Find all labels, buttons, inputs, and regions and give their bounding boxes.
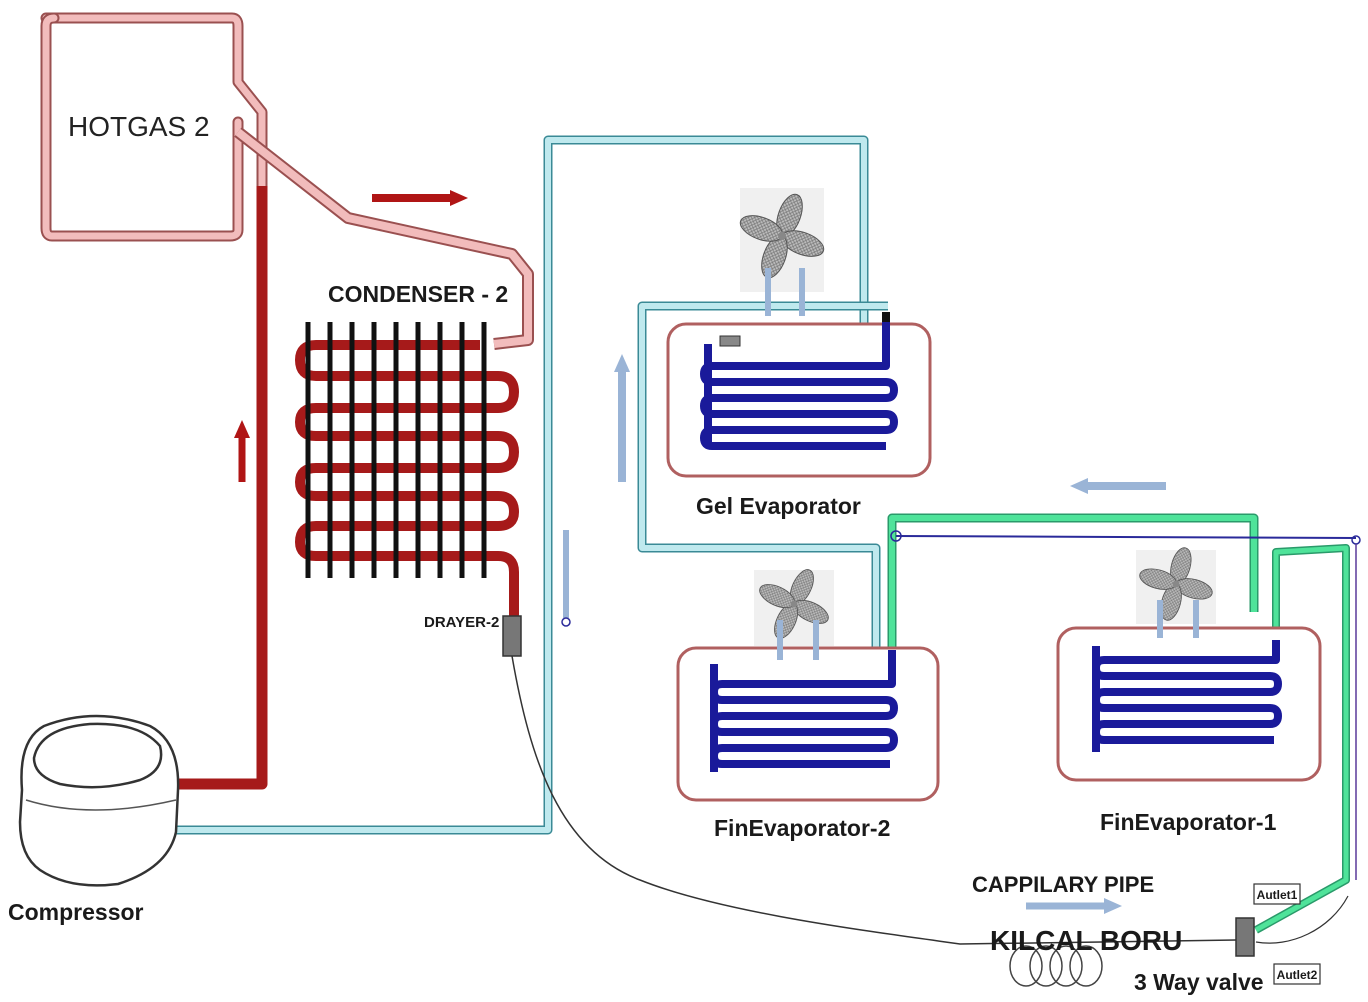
outlet1-label: Autlet1 — [1257, 888, 1298, 902]
condenser-coil — [295, 322, 519, 618]
hotgas-to-condenser-pipe — [234, 127, 534, 350]
gel-evaporator-fan-icon — [725, 179, 839, 316]
fin-evaporator-2-label: FinEvaporator-2 — [714, 815, 890, 841]
dryer-label: DRAYER-2 — [424, 614, 499, 631]
flow-indicator-vertical-blue — [561, 530, 571, 627]
gel-evaporator — [666, 312, 932, 478]
capillary-coil-icon — [1009, 945, 1103, 987]
flow-arrow-up-blue — [614, 354, 630, 482]
green-return-line — [887, 513, 1350, 934]
outlet1-tag: Autlet1 — [1253, 883, 1301, 905]
flow-arrow-left-blue — [1070, 478, 1166, 494]
compressor-icon — [18, 714, 180, 887]
discharge-pipe — [178, 186, 268, 790]
dryer-component — [502, 615, 522, 657]
flow-arrow-up-red — [234, 420, 250, 482]
fin-evaporator-1-label: FinEvaporator-1 — [1100, 809, 1277, 835]
three-way-valve-component — [1235, 917, 1255, 957]
kilcal-boru-label: KILCAL BORU — [990, 925, 1182, 956]
condenser-label: CONDENSER - 2 — [328, 281, 508, 307]
fin-evaporator-2 — [676, 646, 940, 802]
fin-evaporator-1-fan-icon — [1129, 537, 1223, 638]
thin-connection-line — [890, 530, 1361, 880]
gel-evaporator-label: Gel Evaporator — [696, 493, 861, 519]
flow-arrow-right-red — [372, 190, 468, 206]
fin-evaporator-2-fan-icon — [743, 553, 845, 660]
fin-evaporator-1 — [1056, 626, 1322, 782]
flow-arrow-right-blue — [1026, 898, 1122, 914]
cappilary-pipe-label: CAPPILARY PIPE — [972, 872, 1154, 897]
hotgas-label: HOTGAS 2 — [68, 111, 210, 142]
hotgas-box — [40, 12, 268, 246]
compressor-label: Compressor — [8, 899, 144, 925]
outlet2-label: Autlet2 — [1277, 968, 1318, 982]
outlet2-tag: Autlet2 — [1273, 963, 1321, 985]
three-way-valve-label: 3 Way valve — [1134, 969, 1264, 995]
capillary-pipe — [511, 655, 1349, 945]
